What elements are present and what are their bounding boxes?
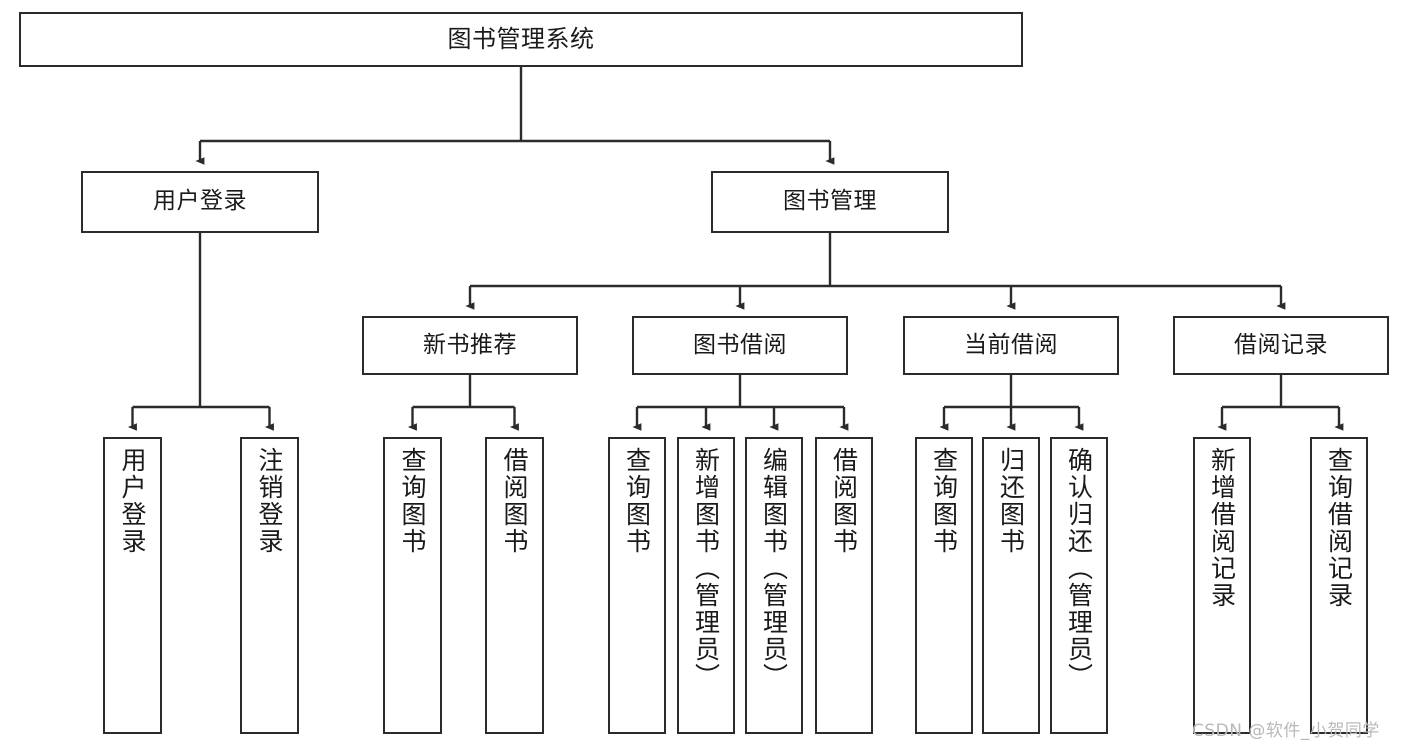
node-label: 查询借阅记录 <box>1324 447 1354 609</box>
csdn-watermark: CSDN @软件_小贺同学 <box>1192 721 1380 741</box>
node-label: 查询图书 <box>929 447 959 555</box>
node-book-borrow[interactable]: 图书借阅 <box>632 316 848 375</box>
node-label: 新增图书（管理员） <box>691 447 721 690</box>
node-leaf-edit-book[interactable]: 编辑图书（管理员） <box>745 437 803 734</box>
node-label: 查询图书 <box>398 447 427 555</box>
node-leaf-user-logout[interactable]: 注销登录 <box>240 437 299 734</box>
node-label: 图书管理 <box>783 188 877 215</box>
node-label: 新增借阅记录 <box>1207 447 1237 609</box>
node-leaf-add-record[interactable]: 新增借阅记录 <box>1193 437 1251 734</box>
node-label: 借阅图书 <box>500 447 529 555</box>
node-borrow-records[interactable]: 借阅记录 <box>1173 316 1389 375</box>
node-book-manage[interactable]: 图书管理 <box>711 171 949 233</box>
node-leaf-query-book-current[interactable]: 查询图书 <box>915 437 973 734</box>
node-user-login[interactable]: 用户登录 <box>81 171 319 233</box>
node-label: 用户登录 <box>153 188 247 215</box>
node-leaf-confirm-return[interactable]: 确认归还（管理员） <box>1050 437 1108 734</box>
node-label: 图书管理系统 <box>447 25 595 54</box>
node-root[interactable]: 图书管理系统 <box>19 12 1023 67</box>
node-label: 借阅记录 <box>1234 331 1328 358</box>
node-label: 借阅图书 <box>829 447 859 555</box>
node-leaf-borrow-book[interactable]: 借阅图书 <box>815 437 873 734</box>
node-leaf-query-book-borrow[interactable]: 查询图书 <box>608 437 666 734</box>
node-label: 图书借阅 <box>693 331 787 358</box>
node-label: 编辑图书（管理员） <box>759 447 789 690</box>
node-leaf-query-record[interactable]: 查询借阅记录 <box>1310 437 1368 734</box>
node-label: 用户登录 <box>118 447 147 555</box>
node-label: 注销登录 <box>255 447 284 555</box>
node-label: 查询图书 <box>622 447 652 555</box>
node-label: 当前借阅 <box>964 331 1058 358</box>
node-leaf-user-login[interactable]: 用户登录 <box>103 437 162 734</box>
node-leaf-return-book[interactable]: 归还图书 <box>982 437 1040 734</box>
node-label: 新书推荐 <box>423 331 517 358</box>
node-label: 归还图书 <box>996 447 1026 555</box>
node-leaf-query-book-rec[interactable]: 查询图书 <box>383 437 442 734</box>
node-leaf-add-book[interactable]: 新增图书（管理员） <box>677 437 735 734</box>
node-new-book-rec[interactable]: 新书推荐 <box>362 316 578 375</box>
node-leaf-borrow-book-rec[interactable]: 借阅图书 <box>485 437 544 734</box>
node-current-borrow[interactable]: 当前借阅 <box>903 316 1119 375</box>
node-label: 确认归还（管理员） <box>1064 447 1094 690</box>
